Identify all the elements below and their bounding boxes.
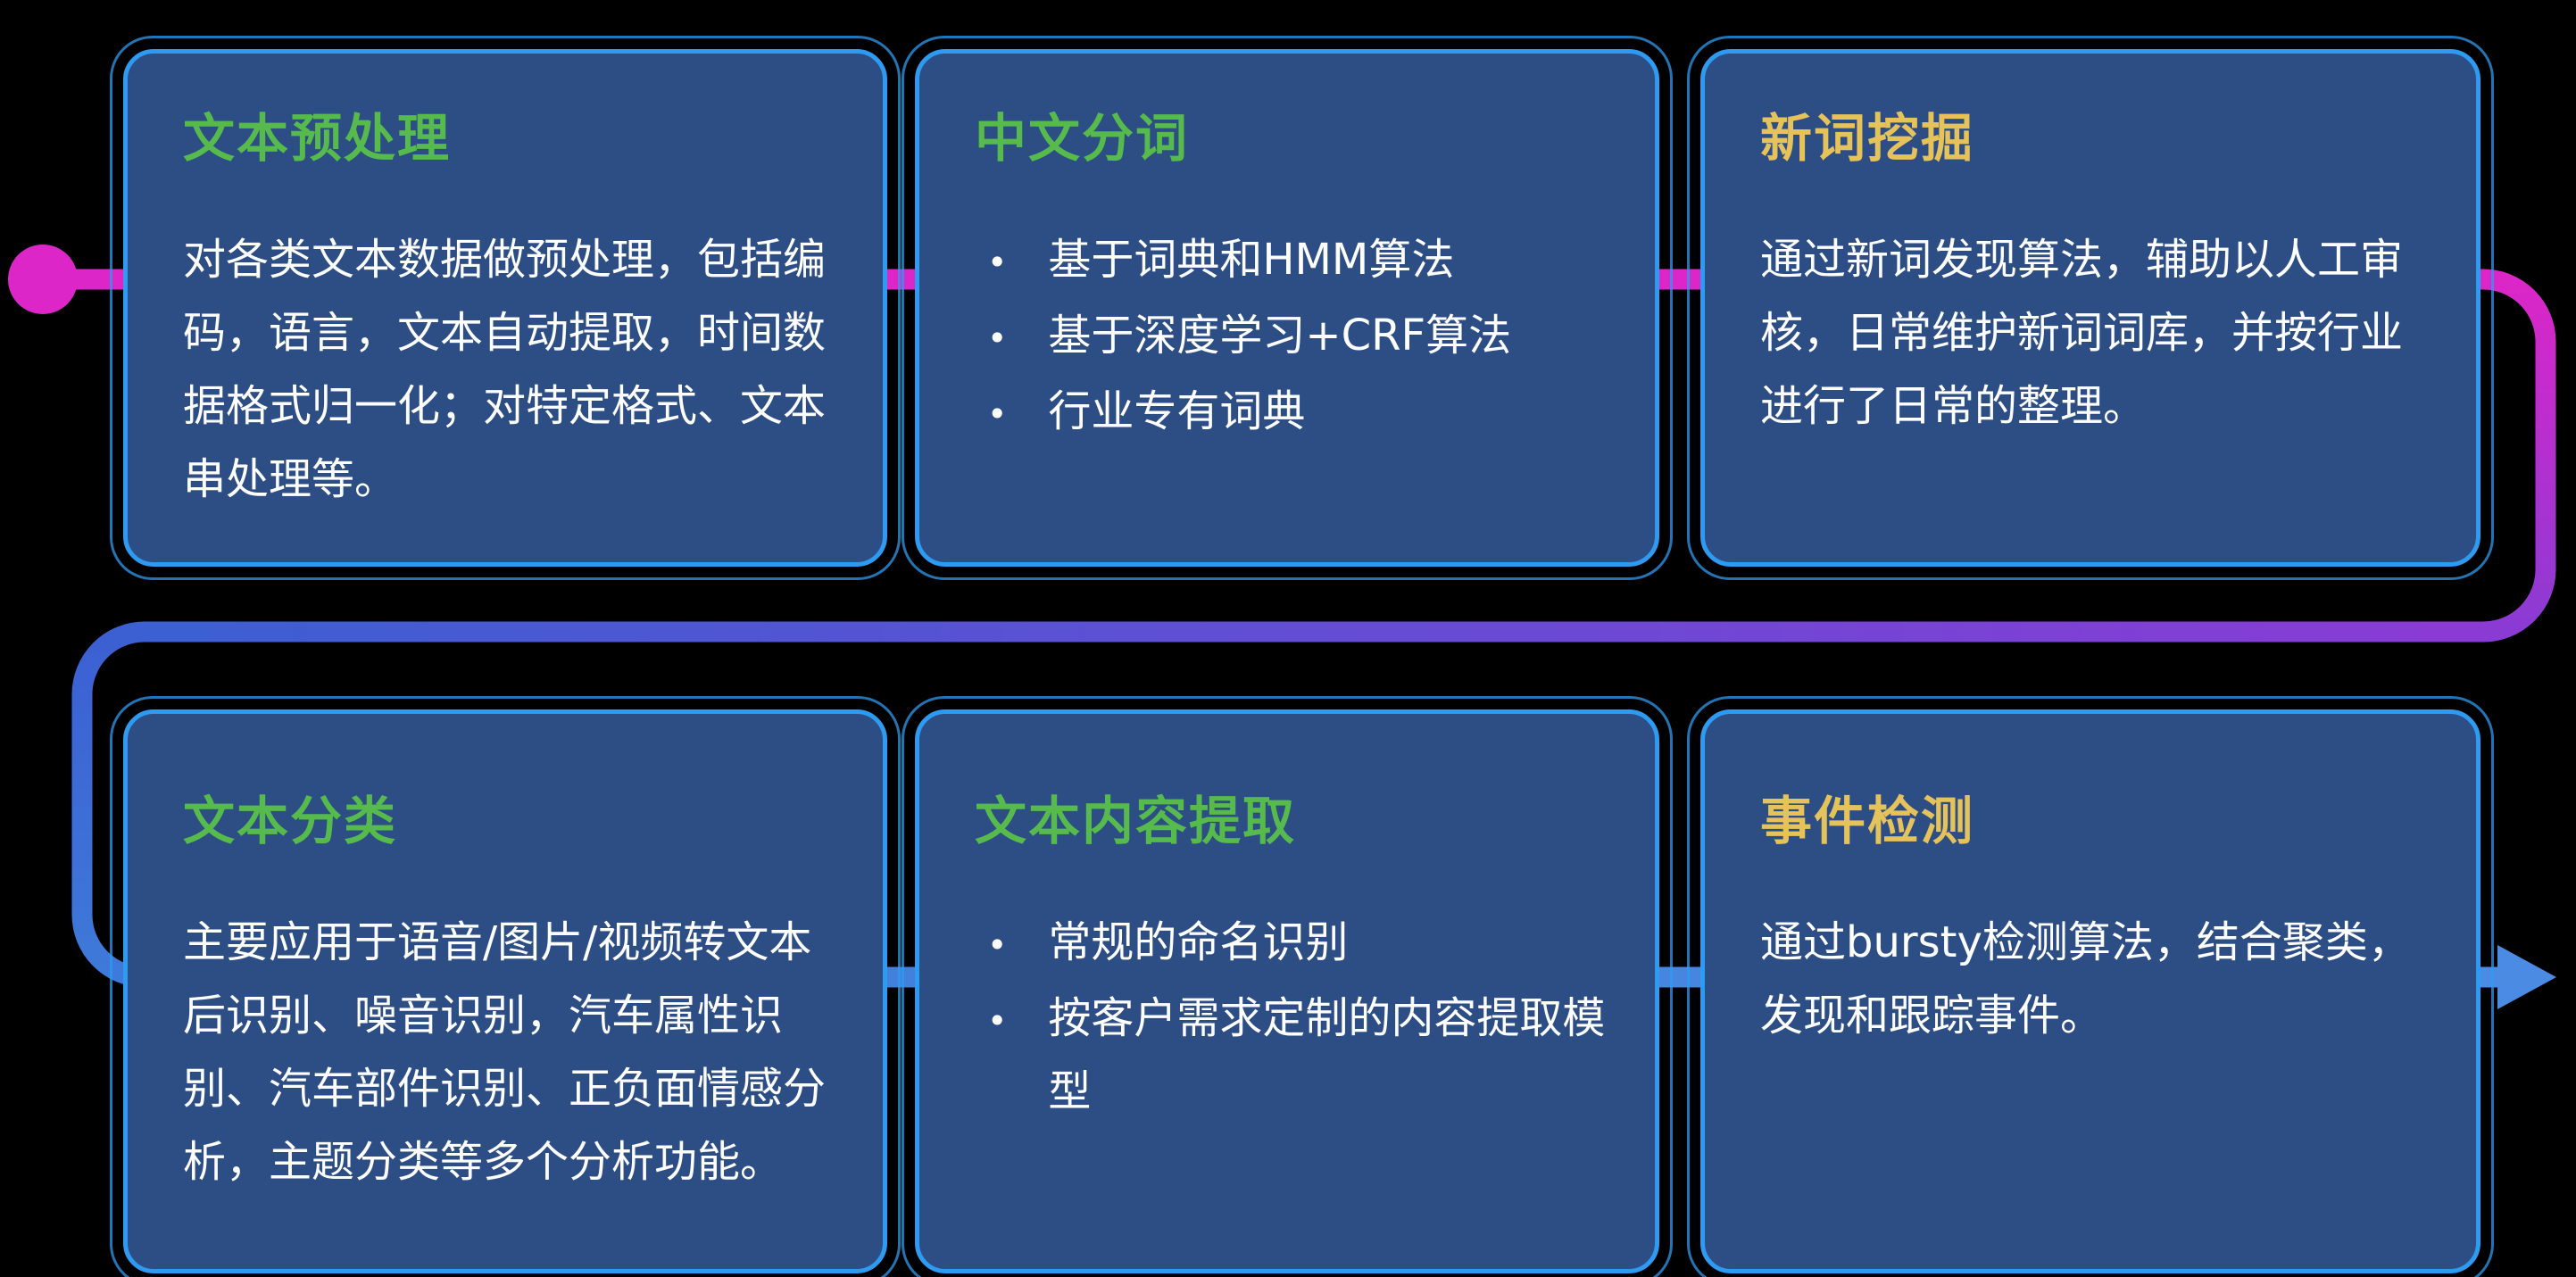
card-title: 事件检测 [1760, 791, 1975, 851]
card-title: 文本分类 [183, 791, 398, 851]
bullet-icon: • [987, 1001, 1008, 1041]
card-paragraph: 对各类文本数据做预处理，包括编码，语言，文本自动提取，时间数据格式归一化；对特定… [183, 235, 827, 504]
bullet-icon: • [987, 243, 1008, 282]
bullet-icon: • [987, 394, 1008, 434]
card-title: 文本内容提取 [975, 791, 1297, 851]
flow-curve-left [71, 621, 210, 988]
bullet-icon: • [987, 925, 1008, 965]
card-paragraph: 通过新词发现算法，辅助以人工审核，日常维护新词词库，并按行业进行了日常的整理。 [1760, 235, 2404, 431]
card-text-content-extraction: 文本内容提取 • 常规的命名识别 • 按客户需求定制的内容提取模型 [902, 696, 1673, 1277]
card-paragraph: 主要应用于语音/图片/视频转文本后识别、噪音识别，汽车属性识别、汽车部件识别、正… [183, 917, 827, 1187]
bullet-text: 按客户需求定制的内容提取模型 [1048, 993, 1606, 1116]
bullet-text: 常规的命名识别 [1048, 917, 1349, 967]
flow-start-dot [8, 245, 78, 314]
card-bullet-list: • 基于词典和HMM算法 • 基于深度学习+CRF算法 • 行业专有词典 [975, 223, 1606, 451]
flow-arrowhead-icon [2497, 945, 2556, 1009]
bullet-icon: • [987, 319, 1008, 358]
card-title: 中文分词 [975, 108, 1190, 169]
card-paragraph: 通过bursty检测算法，结合聚类，发现和跟踪事件。 [1760, 917, 2411, 1041]
bullet-item: • 基于词典和HMM算法 [987, 223, 1606, 299]
flow-curve-right [2410, 269, 2556, 643]
bullet-text: 基于深度学习+CRF算法 [1048, 311, 1512, 361]
card-bullet-list: • 常规的命名识别 • 按客户需求定制的内容提取模型 [975, 906, 1606, 1128]
card-title: 新词挖掘 [1760, 108, 1975, 169]
bullet-text: 基于词典和HMM算法 [1048, 235, 1455, 285]
card-event-detection: 事件检测 通过bursty检测算法，结合聚类，发现和跟踪事件。 [1687, 696, 2494, 1277]
card-new-word-mining: 新词挖掘 通过新词发现算法，辅助以人工审核，日常维护新词词库，并按行业进行了日常… [1687, 36, 2494, 580]
bullet-text: 行业专有词典 [1048, 386, 1306, 436]
bullet-item: • 基于深度学习+CRF算法 [987, 299, 1606, 375]
bullet-item: • 按客户需求定制的内容提取模型 [987, 982, 1606, 1128]
bullet-item: • 常规的命名识别 [987, 906, 1606, 982]
card-title: 文本预处理 [183, 108, 452, 169]
card-text-classification: 文本分类 主要应用于语音/图片/视频转文本后识别、噪音识别，汽车属性识别、汽车部… [110, 696, 901, 1277]
bullet-item: • 行业专有词典 [987, 375, 1606, 451]
card-chinese-word-segmentation: 中文分词 • 基于词典和HMM算法 • 基于深度学习+CRF算法 • 行业专有词典 [902, 36, 1673, 580]
card-text-preprocessing: 文本预处理 对各类文本数据做预处理，包括编码，语言，文本自动提取，时间数据格式归… [110, 36, 901, 580]
